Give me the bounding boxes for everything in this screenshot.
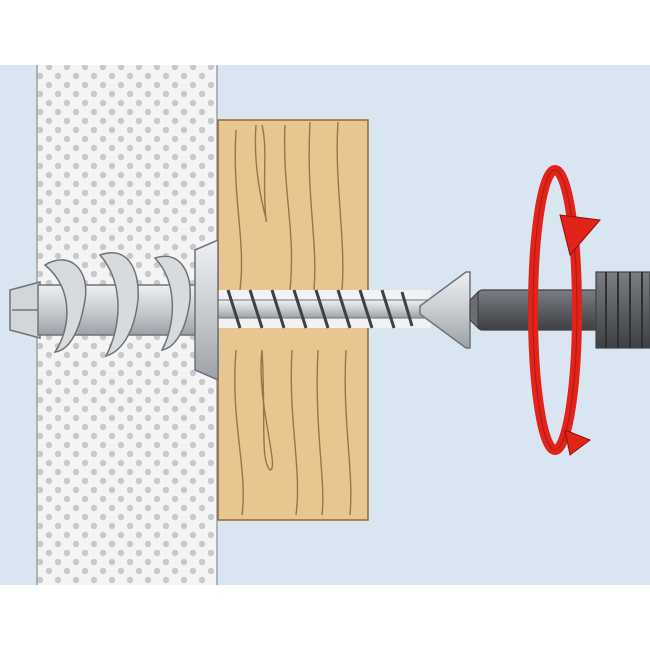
screw — [215, 271, 471, 349]
screwdriver — [469, 271, 650, 349]
top-margin — [0, 0, 650, 65]
drywall-anchor — [9, 238, 219, 382]
bottom-margin — [0, 585, 650, 650]
screw-head — [419, 271, 471, 349]
clockwise-rotation-arrow-icon — [528, 165, 601, 456]
